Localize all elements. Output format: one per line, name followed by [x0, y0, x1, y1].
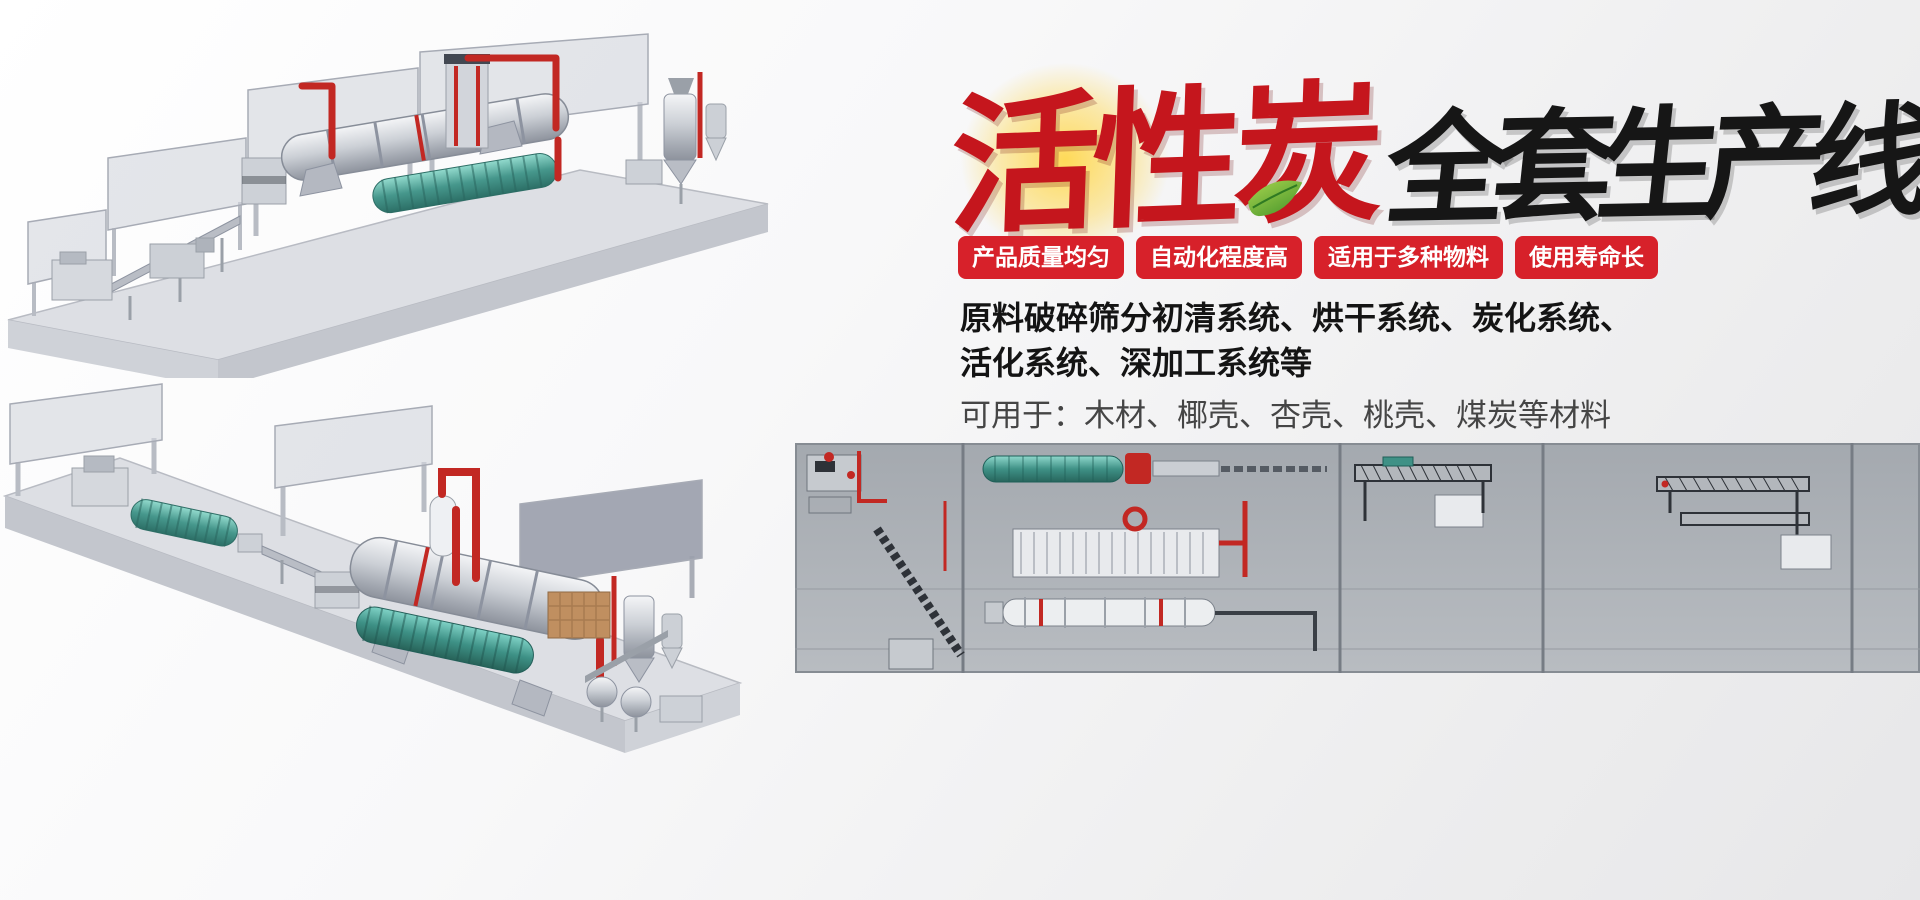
- system-description: 原料破碎筛分初清系统、烘干系统、炭化系统、 活化系统、深加工系统等: [960, 296, 1632, 386]
- description-line-2: 活化系统、深加工系统等: [960, 344, 1313, 381]
- leaf-icon: [1248, 180, 1303, 217]
- packing-conveyor-group-topview: [1656, 476, 1832, 570]
- screening-machine: [51, 251, 113, 301]
- badge-automation: 自动化程度高: [1136, 236, 1302, 279]
- title-black-text: 全套生产线: [1379, 93, 1920, 239]
- feeding-unit-topview: [806, 451, 947, 571]
- materials-line: 可用于：木材、椰壳、杏壳、桃壳、煤炭等材料: [960, 398, 1611, 433]
- main-title: 活性炭 全套生产线: [920, 25, 1920, 295]
- activation-furnace-topview: [1012, 501, 1248, 578]
- teal-carbonizer-drum: [356, 605, 534, 674]
- feed-hopper: [241, 157, 287, 205]
- render-3d-production-line-bottom: [2, 383, 743, 753]
- title-red-text: 活性炭: [947, 68, 1379, 252]
- brick-kiln-box: [547, 591, 611, 639]
- drive-box: [237, 533, 263, 553]
- carbonizer-topview: [984, 597, 1317, 651]
- badge-materials: 适用于多种物料: [1314, 236, 1503, 279]
- red-piping: [298, 54, 562, 182]
- mid-conveyor-group-topview: [1354, 456, 1492, 528]
- badge-quality: 产品质量均匀: [958, 236, 1124, 279]
- wall-lines: [961, 443, 1854, 673]
- red-piping: [438, 468, 604, 688]
- top-view-layout-panel: [795, 443, 1920, 673]
- round-tanks: [586, 676, 652, 732]
- feature-badge-row: 产品质量均匀 自动化程度高 适用于多种物料 使用寿命长: [958, 236, 1658, 279]
- translucent-walls: [9, 383, 703, 626]
- green-crusher-drum: [130, 498, 238, 547]
- drum-supports: [299, 120, 523, 197]
- badge-lifespan: 使用寿命长: [1515, 236, 1658, 279]
- cyclone-silo-group: [625, 72, 727, 204]
- floor-joint-lines: [795, 588, 1920, 650]
- platform: [7, 169, 769, 378]
- dryer-topview: [982, 453, 1327, 484]
- incline-conveyor-topview: [873, 526, 965, 670]
- render-3d-production-line-top: [7, 33, 769, 378]
- rotary-activation-drum: [349, 536, 606, 640]
- small-cabinet: [659, 695, 703, 723]
- crusher: [149, 237, 215, 279]
- feeder-unit: [71, 455, 129, 507]
- description-line-1: 原料破碎筛分初清系统、烘干系统、炭化系统、: [960, 300, 1633, 336]
- discharge-conveyor: [585, 630, 668, 683]
- hot-air-furnace: [444, 54, 490, 149]
